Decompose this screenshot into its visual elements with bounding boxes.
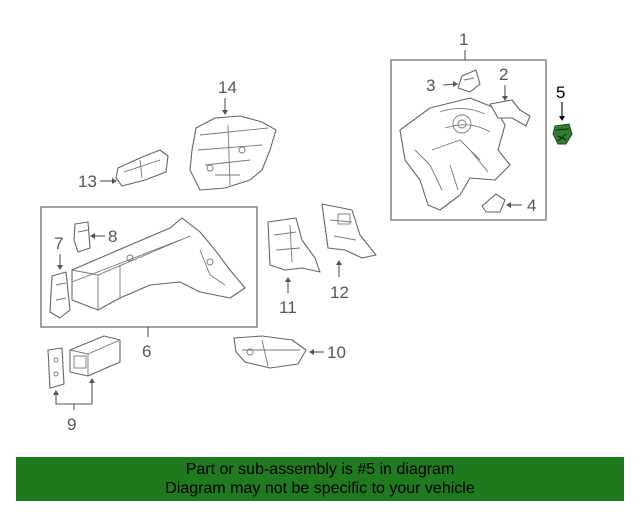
callout-5[interactable]: 5 bbox=[556, 83, 565, 102]
callout-1[interactable]: 1 bbox=[459, 30, 468, 49]
part-13-reinforcement[interactable] bbox=[115, 149, 169, 187]
part-14-apron-panel[interactable] bbox=[189, 115, 277, 191]
callout-4[interactable]: 4 bbox=[527, 196, 536, 215]
info-banner bbox=[16, 457, 624, 501]
part-9-plate[interactable] bbox=[47, 347, 65, 389]
part-6-frame-rail[interactable] bbox=[71, 217, 246, 311]
callout-12[interactable]: 12 bbox=[330, 283, 349, 302]
banner-line-1: Part or sub-assembly is #5 in diagram bbox=[185, 461, 455, 478]
callout-11[interactable]: 11 bbox=[279, 298, 297, 317]
info-banner-text: Part or sub-assembly is #5 in diagram Di… bbox=[16, 457, 624, 501]
part-3-bracket[interactable] bbox=[457, 69, 481, 93]
part-7-bracket[interactable] bbox=[49, 271, 71, 319]
group-box-6 bbox=[40, 206, 258, 328]
callout-13[interactable]: 13 bbox=[78, 172, 97, 191]
part-8-bracket[interactable] bbox=[73, 221, 91, 253]
part-4-bracket[interactable] bbox=[481, 193, 506, 213]
part-12-bracket[interactable] bbox=[321, 203, 377, 259]
part-9-box-section[interactable] bbox=[69, 335, 121, 377]
part-1-strut-tower[interactable] bbox=[399, 97, 511, 211]
part-10-reinforcement[interactable] bbox=[233, 335, 307, 369]
callout-7[interactable]: 7 bbox=[54, 234, 63, 253]
part-2-bracket[interactable] bbox=[489, 99, 531, 127]
callout-14[interactable]: 14 bbox=[218, 78, 237, 97]
callout-6[interactable]: 6 bbox=[142, 342, 151, 361]
callout-10[interactable]: 10 bbox=[327, 343, 346, 362]
part-5-clip-highlighted[interactable] bbox=[552, 123, 573, 145]
callout-2[interactable]: 2 bbox=[499, 65, 508, 84]
callout-3[interactable]: 3 bbox=[426, 76, 435, 95]
banner-line-2: Diagram may not be specific to your vehi… bbox=[165, 480, 475, 497]
callout-8[interactable]: 8 bbox=[108, 227, 117, 246]
callout-9[interactable]: 9 bbox=[67, 415, 76, 434]
part-11-bracket[interactable] bbox=[267, 217, 321, 273]
parts-diagram: 1 3 2 4 5 14 13 bbox=[40, 30, 573, 434]
group-box-1 bbox=[390, 59, 547, 221]
